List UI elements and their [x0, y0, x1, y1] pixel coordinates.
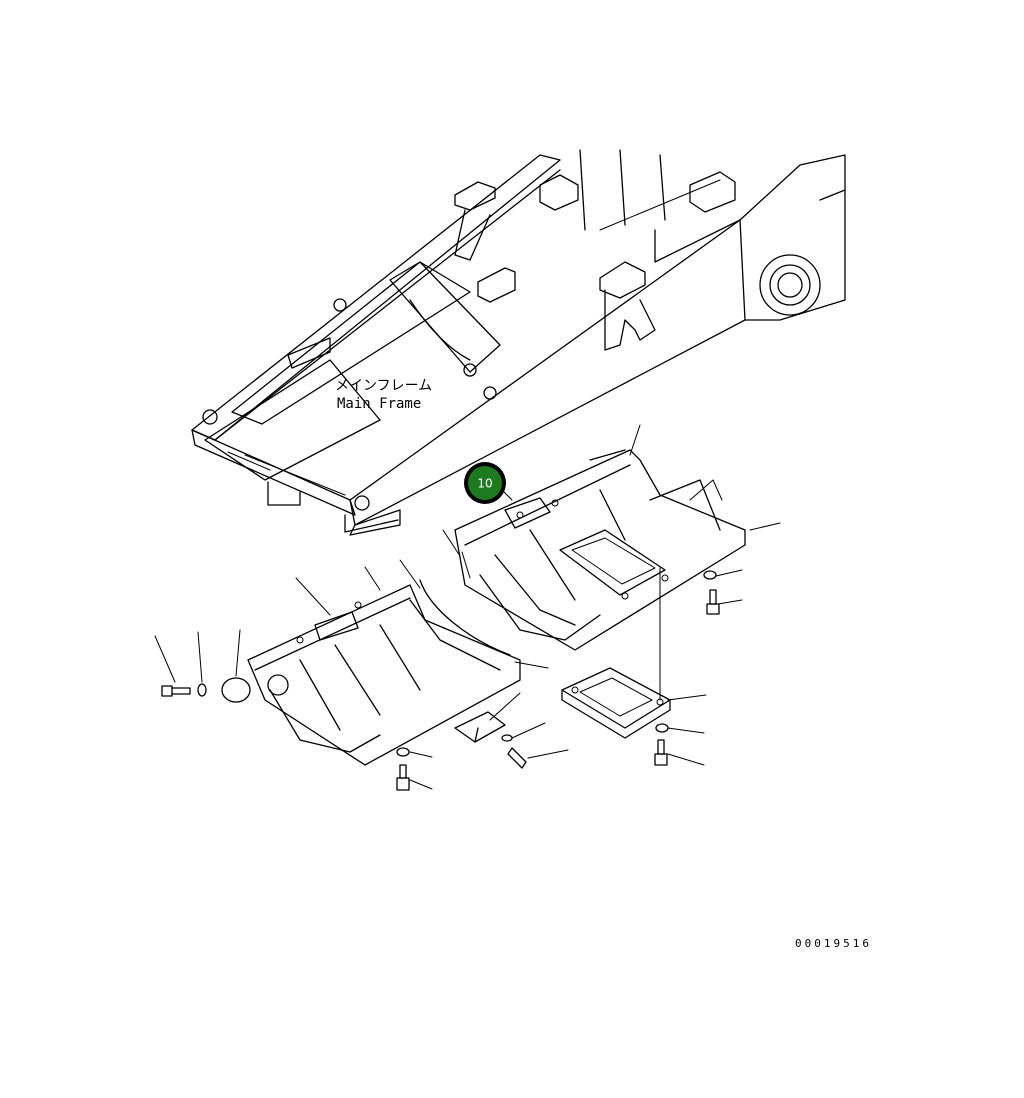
leader-lines: [154, 424, 781, 790]
main-frame-label-jp: メインフレーム: [335, 378, 432, 394]
drawing-code: 00019516: [795, 937, 872, 950]
fasteners: [161, 567, 720, 791]
callout-badge[interactable]: 10: [464, 462, 506, 504]
callout-number: 10: [477, 477, 492, 491]
inspection-cover: [561, 667, 671, 739]
small-bracket: [454, 711, 506, 743]
front-undercover: [247, 579, 521, 766]
main-frame: [191, 149, 846, 536]
rear-undercover: [454, 449, 746, 651]
main-frame-label-en: Main Frame: [337, 396, 421, 412]
